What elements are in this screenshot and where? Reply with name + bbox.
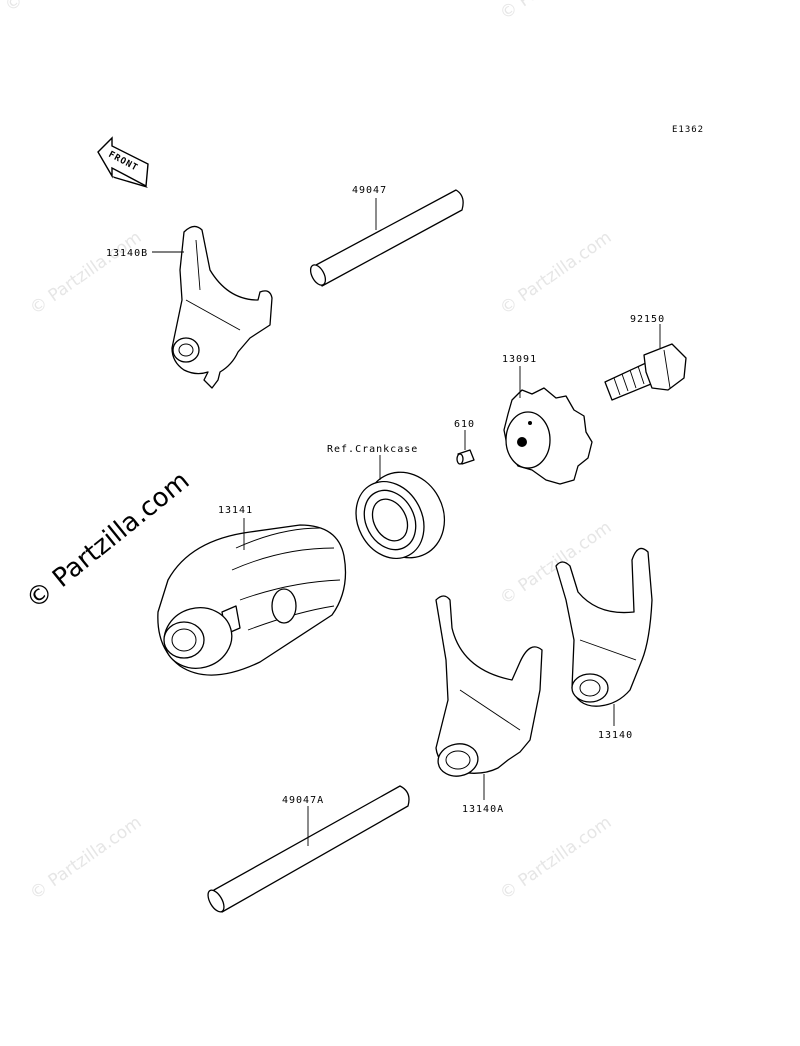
callout-13091: 13091 [502, 354, 537, 365]
callout-13140b: 13140B [106, 248, 148, 259]
shaft-49047 [309, 189, 464, 287]
watermark: © Partzilla.com [496, 812, 615, 904]
bolt-92150 [604, 343, 687, 401]
watermark: © Partzilla.com [26, 812, 145, 904]
callout-49047: 49047 [352, 185, 387, 196]
bearing-ref-crankcase [355, 471, 446, 560]
callout-ref-crankcase: Ref.Crankcase [327, 444, 418, 455]
fork-13140 [555, 547, 653, 707]
watermark: © Partzilla.com [1, 0, 120, 16]
drum-13141 [157, 524, 347, 676]
fork-13140a [435, 595, 543, 777]
callout-13141: 13141 [218, 505, 253, 516]
shaft-49047a [207, 785, 410, 913]
callout-49047a: 49047A [282, 795, 324, 806]
pin-610 [456, 449, 475, 465]
watermark: © Partzilla.com [496, 517, 615, 609]
callout-13140a: 13140A [462, 804, 504, 815]
watermark: © Partzilla.com [496, 227, 615, 319]
front-arrow-icon: FRONT [97, 136, 149, 188]
callout-92150: 92150 [630, 314, 665, 325]
pin-plate-13091 [503, 387, 593, 485]
watermark: © Partzilla.com [26, 227, 145, 319]
callout-610: 610 [454, 419, 475, 430]
callout-13140: 13140 [598, 730, 633, 741]
watermark: © Partzilla.com [496, 0, 615, 24]
diagram-code: E1362 [672, 125, 704, 135]
fork-13140b [171, 225, 273, 389]
